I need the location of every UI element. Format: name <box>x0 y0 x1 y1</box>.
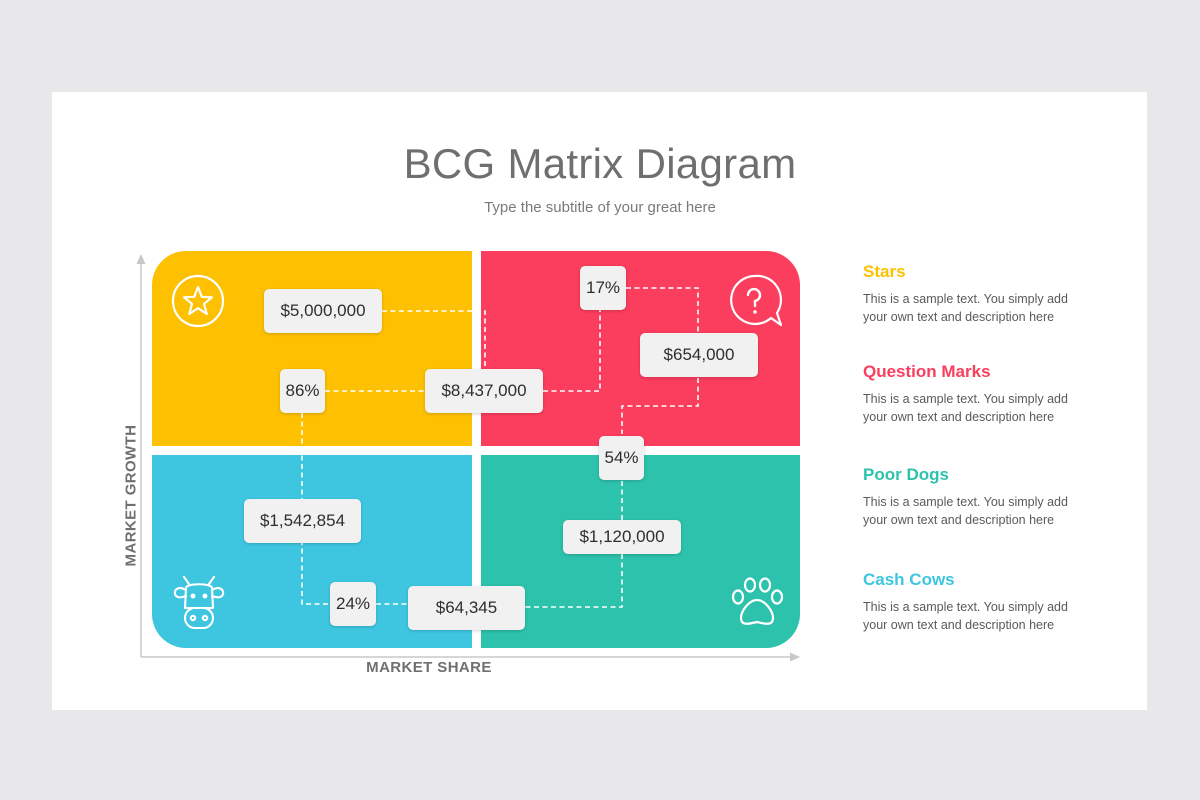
legend-item-cash-cows: Cash Cows This is a sample text. You sim… <box>863 570 1123 634</box>
page-title: BCG Matrix Diagram <box>403 140 797 187</box>
x-axis-arrow <box>790 652 800 662</box>
legend-item-poor-dogs: Poor Dogs This is a sample text. You sim… <box>863 465 1123 529</box>
cow-icon <box>173 575 225 630</box>
value-box-64345: $64,345 <box>408 586 525 630</box>
y-axis-arrow <box>136 254 146 264</box>
value-box-8437000: $8,437,000 <box>425 369 543 413</box>
paw-icon <box>731 577 784 625</box>
legend-title-cash-cows: Cash Cows <box>863 570 955 589</box>
value-box-86-percent: 86% <box>280 369 325 413</box>
value-box-654000: $654,000 <box>640 333 758 377</box>
legend-desc-poor-dogs: This is a sample text. You simply add yo… <box>863 495 1068 527</box>
page-subtitle: Type the subtitle of your great here <box>484 199 716 216</box>
y-axis-label: MARKET GROWTH <box>122 424 140 567</box>
legend-title-poor-dogs: Poor Dogs <box>863 465 949 484</box>
value-box-17-percent: 17% <box>580 266 626 310</box>
value-box-1120000: $1,120,000 <box>563 520 681 554</box>
legend-item-question-marks: Question Marks This is a sample text. Yo… <box>863 362 1123 426</box>
legend-title-question-marks: Question Marks <box>863 362 991 381</box>
legend-desc-stars: This is a sample text. You simply add yo… <box>863 292 1068 324</box>
question-bubble-icon <box>730 274 783 327</box>
value-box-5000000: $5,000,000 <box>264 289 382 333</box>
value-box-1542854: $1,542,854 <box>244 499 361 543</box>
legend-desc-cash-cows: This is a sample text. You simply add yo… <box>863 600 1068 632</box>
star-icon <box>171 274 225 328</box>
value-box-24-percent: 24% <box>330 582 376 626</box>
value-box-54-percent: 54% <box>599 436 644 480</box>
x-axis-label: MARKET SHARE <box>366 659 492 676</box>
legend-item-stars: Stars This is a sample text. You simply … <box>863 262 1123 326</box>
legend-desc-question-marks: This is a sample text. You simply add yo… <box>863 392 1068 424</box>
legend-title-stars: Stars <box>863 262 906 281</box>
